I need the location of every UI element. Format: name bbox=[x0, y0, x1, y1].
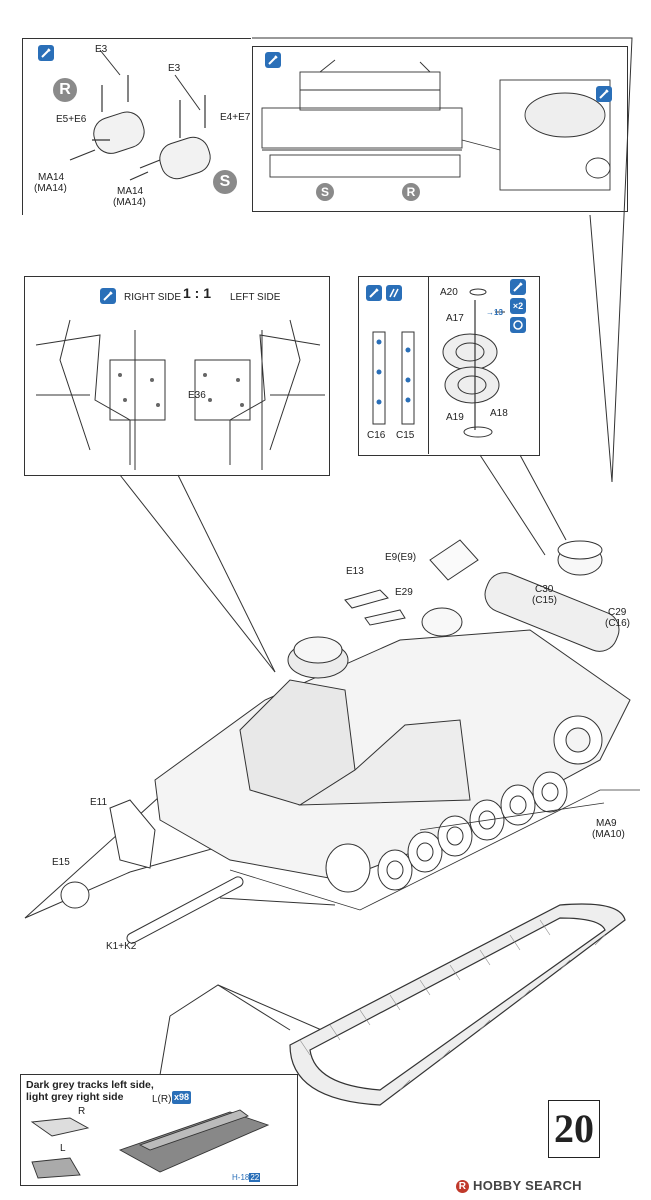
label-ma14-b: MA14 bbox=[117, 186, 144, 197]
box-divider bbox=[428, 276, 429, 454]
brand-name: HOBBY SEARCH bbox=[473, 1178, 582, 1193]
scale-label: 1 : 1 bbox=[183, 285, 212, 301]
track-note: Dark grey tracks left side, light grey r… bbox=[26, 1079, 154, 1103]
label-ma9: MA9 bbox=[596, 818, 617, 829]
label-e13: E13 bbox=[346, 566, 364, 577]
watermark: R HOBBY SEARCH bbox=[456, 1178, 582, 1193]
variant-r-badge: R bbox=[53, 78, 77, 102]
label-a18: A18 bbox=[490, 408, 508, 419]
brush-icon bbox=[596, 86, 612, 102]
label-e3-a: E3 bbox=[95, 44, 108, 55]
multiply-icon: ×2 bbox=[510, 298, 526, 314]
label-e29: E29 bbox=[395, 587, 413, 598]
x98-badge: x98 bbox=[172, 1091, 192, 1104]
label-c29: C29 bbox=[608, 607, 627, 618]
label-a19: A19 bbox=[446, 412, 464, 423]
label-a20: A20 bbox=[440, 287, 458, 298]
h-num2: 22 bbox=[249, 1173, 261, 1182]
label-e5e6: E5+E6 bbox=[56, 114, 87, 125]
label-ma14-a: MA14 bbox=[38, 172, 65, 183]
variant-r-marker: R bbox=[402, 183, 420, 201]
rear-view-box bbox=[252, 46, 628, 212]
label-k1k2: K1+K2 bbox=[106, 941, 137, 952]
label-track-l: L bbox=[60, 1143, 66, 1154]
brand-mark: R bbox=[456, 1180, 469, 1193]
step-number: 20 bbox=[548, 1100, 600, 1158]
label-e3-b: E3 bbox=[168, 63, 181, 74]
side-view-box bbox=[24, 276, 330, 476]
label-track-r: R bbox=[78, 1106, 86, 1117]
brush-icon bbox=[366, 285, 382, 301]
brush-icon bbox=[100, 288, 116, 304]
label-ma14-b2: (MA14) bbox=[113, 197, 146, 208]
right-side-label: RIGHT SIDE bbox=[124, 292, 182, 303]
h-prefix: H- bbox=[232, 1173, 241, 1182]
brush-icon bbox=[38, 45, 54, 61]
rotate-icon bbox=[510, 317, 526, 333]
wheel-detail-box bbox=[358, 276, 540, 456]
label-c16: C16 bbox=[367, 430, 386, 441]
label-e11: E11 bbox=[90, 797, 108, 808]
label-ma14-a2: (MA14) bbox=[34, 183, 67, 194]
left-side-label: LEFT SIDE bbox=[230, 292, 281, 303]
label-e36: E36 bbox=[188, 390, 206, 401]
decal-icon bbox=[386, 285, 402, 301]
label-c30b: (C15) bbox=[532, 595, 558, 606]
exhaust-detail-box bbox=[22, 38, 251, 215]
track-note-line1: Dark grey tracks left side, bbox=[26, 1079, 154, 1091]
label-e9: E9(E9) bbox=[385, 552, 417, 563]
variant-s-marker: S bbox=[316, 183, 334, 201]
label-e4e7: E4+E7 bbox=[220, 112, 251, 123]
track-detail-box bbox=[20, 1074, 298, 1186]
label-c29b: (C16) bbox=[605, 618, 631, 629]
label-a17: A17 bbox=[446, 313, 464, 324]
page-ref-label: →13 bbox=[486, 308, 503, 317]
brush-icon bbox=[510, 279, 526, 295]
variant-s-badge: S bbox=[213, 170, 237, 194]
label-h-ref: H-1822 bbox=[232, 1172, 261, 1183]
label-c15: C15 bbox=[396, 430, 415, 441]
label-c30: C30 bbox=[535, 584, 554, 595]
brush-icon bbox=[265, 52, 281, 68]
label-e15: E15 bbox=[52, 857, 70, 868]
label-track-lr: L(R) bbox=[152, 1094, 172, 1105]
label-ma9b: (MA10) bbox=[592, 829, 625, 840]
track-note-line2: light grey right side bbox=[26, 1091, 124, 1103]
h-num: 18 bbox=[240, 1173, 250, 1182]
